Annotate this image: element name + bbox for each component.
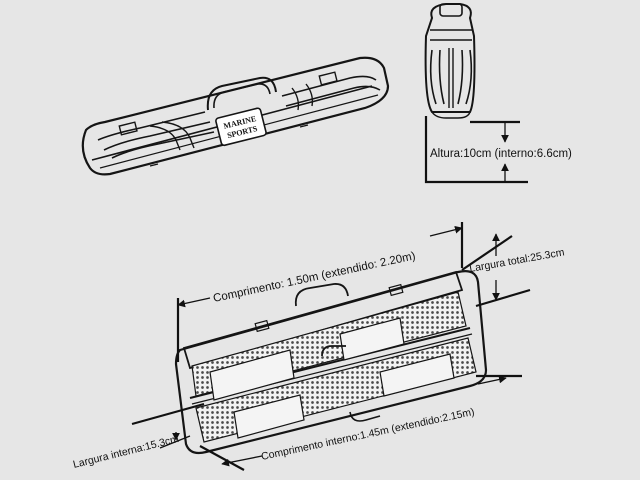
- marine-sports-logo: MARINE SPORTS: [215, 107, 267, 147]
- total-width-label: Largura total:25.3cm: [468, 246, 565, 275]
- open-case-illustration: [174, 270, 488, 455]
- internal-width-label: Largura interna:15.3cm: [72, 433, 180, 471]
- end-view-case-illustration: [424, 3, 476, 119]
- height-label: Altura:10cm (interno:6.6cm): [430, 148, 572, 160]
- closed-case-illustration: MARINE SPORTS: [81, 56, 390, 176]
- length-label: Comprimento: 1.50m (extendido: 2.20m): [212, 250, 417, 305]
- total-width-dimension: Largura total:25.3cm: [461, 233, 566, 308]
- height-dimension: Altura:10cm (interno:6.6cm): [424, 116, 572, 184]
